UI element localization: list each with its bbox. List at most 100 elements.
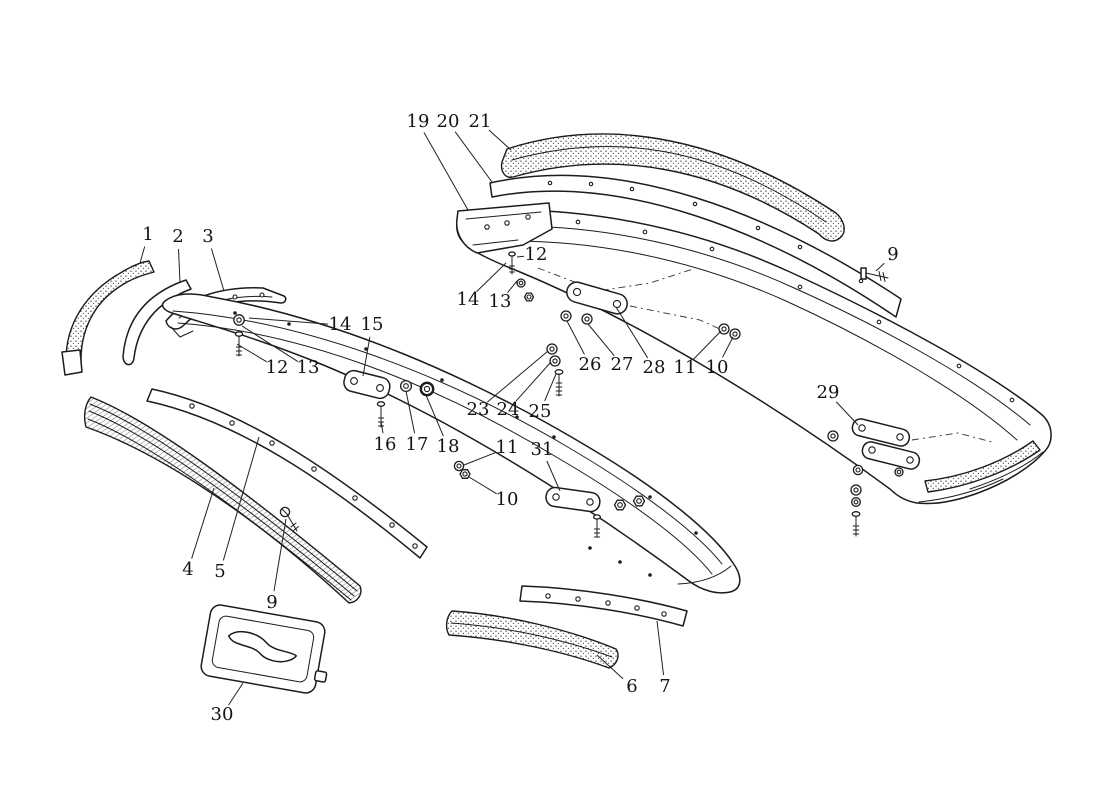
alignment-line-1 xyxy=(537,267,694,292)
callout-15-11: 15 xyxy=(361,314,384,335)
callout-21-2: 21 xyxy=(469,111,492,132)
callout-19-0: 19 xyxy=(407,111,430,132)
leader-line-24-20 xyxy=(515,361,552,402)
lower-band-inner-line xyxy=(450,622,613,658)
bracket-slot xyxy=(228,630,298,663)
rubber-strip-edge-line xyxy=(511,145,827,223)
leader-line-9-6 xyxy=(875,262,885,272)
rear-bumper-groove-lower xyxy=(467,240,1018,441)
callout-9-6: 9 xyxy=(887,244,898,265)
callout-3-5: 3 xyxy=(202,226,213,247)
leader-line-28-16 xyxy=(615,306,649,359)
end-cap-holes xyxy=(484,214,531,230)
callout-27-15: 27 xyxy=(611,354,634,375)
callout-11-17: 11 xyxy=(674,357,697,378)
leader-line-12-12 xyxy=(236,343,267,363)
bolt-9-right xyxy=(860,267,889,282)
front-bumper-end-face-line xyxy=(677,565,732,585)
bracket-15-set xyxy=(343,369,435,428)
callout-16-22: 16 xyxy=(374,434,397,455)
front-bumper-groove-lower xyxy=(177,322,713,575)
leader-line-25-21 xyxy=(544,373,557,402)
rubber-insert-strip xyxy=(500,133,845,242)
callout-13-13: 13 xyxy=(297,357,320,378)
ribbed-band-line2 xyxy=(88,410,355,597)
leader-line-5-30 xyxy=(222,436,260,561)
alignment-line-3 xyxy=(911,432,993,443)
end-cap-inner-line2 xyxy=(472,239,519,246)
lower-strip-holes xyxy=(545,593,667,617)
leader-line-10-27 xyxy=(468,476,497,495)
end-blade-foot xyxy=(61,349,83,376)
leader-line-31-26 xyxy=(546,460,561,492)
end-cap-flange xyxy=(165,287,287,330)
front-bumper-group xyxy=(61,260,741,694)
leader-line-1-3 xyxy=(139,246,146,264)
leader-line-13-9 xyxy=(507,280,518,293)
lower-trim-band xyxy=(445,610,619,669)
callout-31-26: 31 xyxy=(531,439,554,460)
washer-pair-right xyxy=(718,323,741,340)
leader-line-9-31 xyxy=(273,518,287,592)
license-plate-bracket xyxy=(200,604,328,694)
leader-line-13-13 xyxy=(241,325,299,362)
callout-9-31: 9 xyxy=(266,592,277,613)
callout-10-18: 10 xyxy=(706,357,729,378)
rear-bumper-end-face-line xyxy=(969,451,1044,490)
leader-line-23-19 xyxy=(486,350,549,403)
leader-line-2-4 xyxy=(178,248,181,284)
leader-line-12-7 xyxy=(516,255,525,258)
callout-25-21: 25 xyxy=(529,401,552,422)
leader-line-18-24 xyxy=(425,394,444,437)
bolt-12-13-14-set xyxy=(508,251,535,302)
leader-line-7-33 xyxy=(656,620,665,676)
leader-line-11-17 xyxy=(693,330,722,360)
callout-14-10: 14 xyxy=(329,314,352,335)
leader-line-30-34 xyxy=(228,682,244,706)
callout-11-25: 11 xyxy=(496,437,519,458)
ribbed-band-line3 xyxy=(87,418,352,601)
callout-29-28: 29 xyxy=(817,382,840,403)
callout-12-7: 12 xyxy=(525,244,548,265)
callout-1-3: 1 xyxy=(142,224,153,245)
callout-6-32: 6 xyxy=(626,676,637,697)
rear-bumper-end-face-line2 xyxy=(918,478,1004,503)
bracket-28-set xyxy=(560,281,628,325)
hardware-group xyxy=(233,251,993,538)
callout-12-12: 12 xyxy=(266,357,289,378)
bracket-31-set xyxy=(545,486,646,538)
rear-bumper-groove-upper xyxy=(469,225,1031,426)
leader-line-21-2 xyxy=(488,129,512,151)
bracket-tab xyxy=(313,670,328,683)
callout-17-23: 17 xyxy=(406,434,429,455)
bolt-washer-left-set xyxy=(233,314,245,357)
mounting-strip-holes xyxy=(189,403,418,549)
callout-30-34: 30 xyxy=(211,704,234,725)
front-bumper-rivet-dots xyxy=(233,311,698,577)
leader-line-19-0 xyxy=(423,132,469,211)
end-cap-inner-line xyxy=(465,211,542,220)
callout-13-9: 13 xyxy=(489,291,512,312)
callout-24-20: 24 xyxy=(497,399,520,420)
end-cap-tab xyxy=(170,326,194,338)
leader-line-11-25 xyxy=(463,451,497,466)
bolt-9-front xyxy=(279,506,299,532)
washer-nut-left-set xyxy=(453,460,471,479)
callout-23-19: 23 xyxy=(467,399,490,420)
leader-line-20-1 xyxy=(454,131,493,183)
front-bumper-bar xyxy=(161,293,741,594)
leader-line-14-10 xyxy=(248,317,329,325)
leader-line-4-29 xyxy=(191,487,215,559)
callout-10-27: 10 xyxy=(496,489,519,510)
callout-28-16: 28 xyxy=(643,357,666,378)
callout-26-14: 26 xyxy=(579,354,602,375)
callout-14-8: 14 xyxy=(457,289,480,310)
ribbed-band-line1 xyxy=(89,403,358,592)
leader-line-17-23 xyxy=(405,390,416,434)
callout-20-1: 20 xyxy=(437,111,460,132)
leader-line-16-22 xyxy=(380,420,384,434)
leader-line-27-15 xyxy=(587,323,615,357)
callout-7-33: 7 xyxy=(659,676,670,697)
